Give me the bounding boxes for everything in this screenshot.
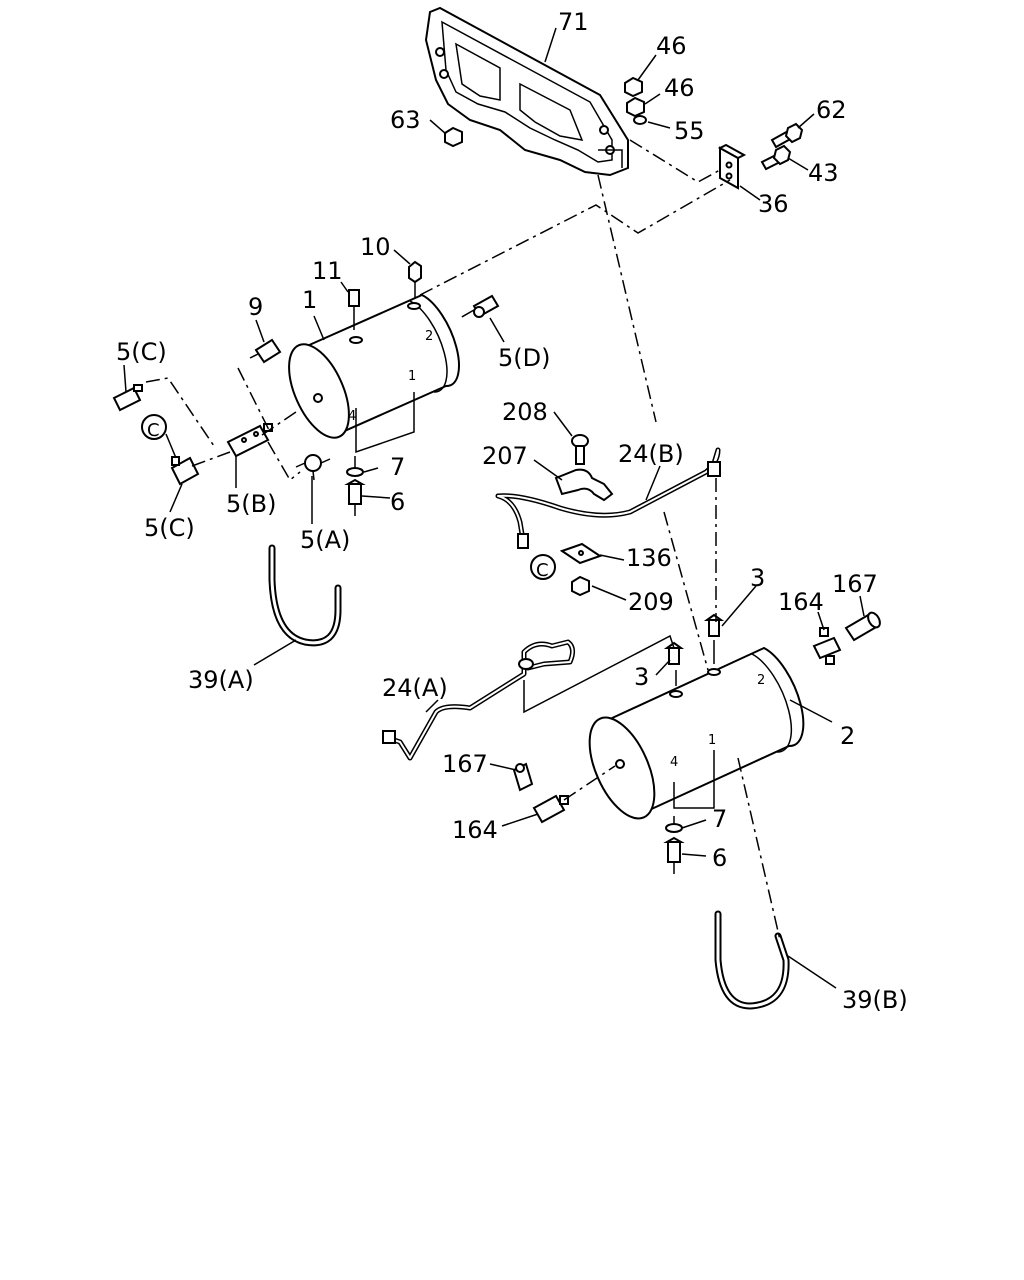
fitting-5A [295, 454, 331, 481]
label-164-left: 164 [452, 816, 498, 844]
clamp-136 [559, 542, 603, 565]
label-71: 71 [558, 8, 589, 36]
label-39B: 39(B) [842, 986, 908, 1014]
svg-text:4: 4 [348, 409, 356, 424]
label-6-left: 6 [390, 488, 405, 516]
bolt-62 [770, 122, 804, 149]
label-167-left: 167 [442, 750, 488, 778]
washer-7-right [665, 823, 683, 833]
label-209: 209 [628, 588, 674, 616]
label-46-lower: 46 [664, 74, 695, 102]
label-24B: 24(B) [618, 440, 684, 468]
washer-55 [633, 115, 647, 125]
nut-209 [571, 575, 590, 597]
air-tank-1: 2 1 4 [288, 293, 460, 439]
nut-46-upper [624, 76, 643, 98]
label-207: 207 [482, 442, 528, 470]
label-46-upper: 46 [656, 32, 687, 60]
bolt-208 [571, 434, 589, 465]
drain-cock-6-right [663, 836, 685, 874]
fitting-5B [226, 423, 273, 458]
label-55: 55 [674, 117, 705, 145]
assembly-lines [145, 139, 781, 941]
svg-text:1: 1 [708, 733, 716, 748]
label-136: 136 [626, 544, 672, 572]
label-11: 11 [312, 257, 343, 285]
label-7-left: 7 [390, 453, 405, 481]
label-10: 10 [360, 233, 391, 261]
bracket-36 [717, 143, 747, 190]
label-39A: 39(A) [188, 666, 254, 694]
tee-164-right [812, 627, 842, 665]
label-9: 9 [248, 293, 263, 321]
label-43: 43 [808, 159, 839, 187]
reference-lines [353, 318, 715, 824]
label-c-right: C [536, 560, 549, 581]
label-36: 36 [758, 190, 789, 218]
label-3-left: 3 [634, 663, 649, 691]
valve-167-right [844, 611, 881, 642]
part-labels: 71 46 46 63 55 62 43 36 10 11 9 1 5(C) 5… [116, 8, 908, 1014]
label-7-right: 7 [712, 805, 727, 833]
leader-lines [123, 27, 865, 989]
label-208: 208 [502, 398, 548, 426]
fitting-5C-bottom [170, 456, 200, 486]
fitting-3-right [703, 613, 725, 637]
hose-39A [268, 544, 342, 647]
label-63: 63 [390, 106, 421, 134]
label-62: 62 [816, 96, 847, 124]
fitting-5C-top [112, 384, 143, 412]
label-5C-top: 5(C) [116, 338, 167, 366]
fitting-5D [472, 294, 500, 318]
nut-63 [444, 126, 463, 148]
label-1: 1 [302, 286, 317, 314]
valve-9 [249, 338, 282, 364]
washer-7-left [346, 467, 364, 477]
label-5B: 5(B) [226, 490, 276, 518]
air-tank-2: 2 1 4 [588, 646, 805, 820]
hose-39B [714, 910, 790, 1010]
svg-text:4: 4 [670, 755, 678, 770]
reference-c-left [141, 414, 167, 440]
pipe-24B [495, 447, 721, 549]
label-5A: 5(A) [300, 526, 350, 554]
drain-cock-6-left [344, 478, 366, 516]
svg-text:1: 1 [408, 369, 416, 384]
label-5C-bottom: 5(C) [144, 514, 195, 542]
nut-46-lower [626, 96, 645, 118]
label-6-right: 6 [712, 844, 727, 872]
label-24A: 24(A) [382, 674, 448, 702]
label-3-right: 3 [750, 564, 765, 592]
label-2: 2 [840, 722, 855, 750]
drain-plug-10 [408, 260, 422, 298]
pipe-24A [382, 639, 576, 761]
label-164-right: 164 [778, 588, 824, 616]
svg-text:2: 2 [757, 673, 765, 688]
bolt-43 [760, 144, 792, 171]
label-c-left: C [147, 420, 160, 441]
bracket-71 [424, 6, 629, 177]
plug-11 [348, 289, 360, 318]
svg-text:2: 2 [425, 329, 433, 344]
valve-167-left [512, 762, 534, 792]
label-167-right: 167 [832, 570, 878, 598]
reference-c-right [530, 554, 556, 580]
clamp-207 [554, 468, 614, 502]
label-5D: 5(D) [498, 344, 550, 372]
tee-164-left [532, 794, 569, 824]
